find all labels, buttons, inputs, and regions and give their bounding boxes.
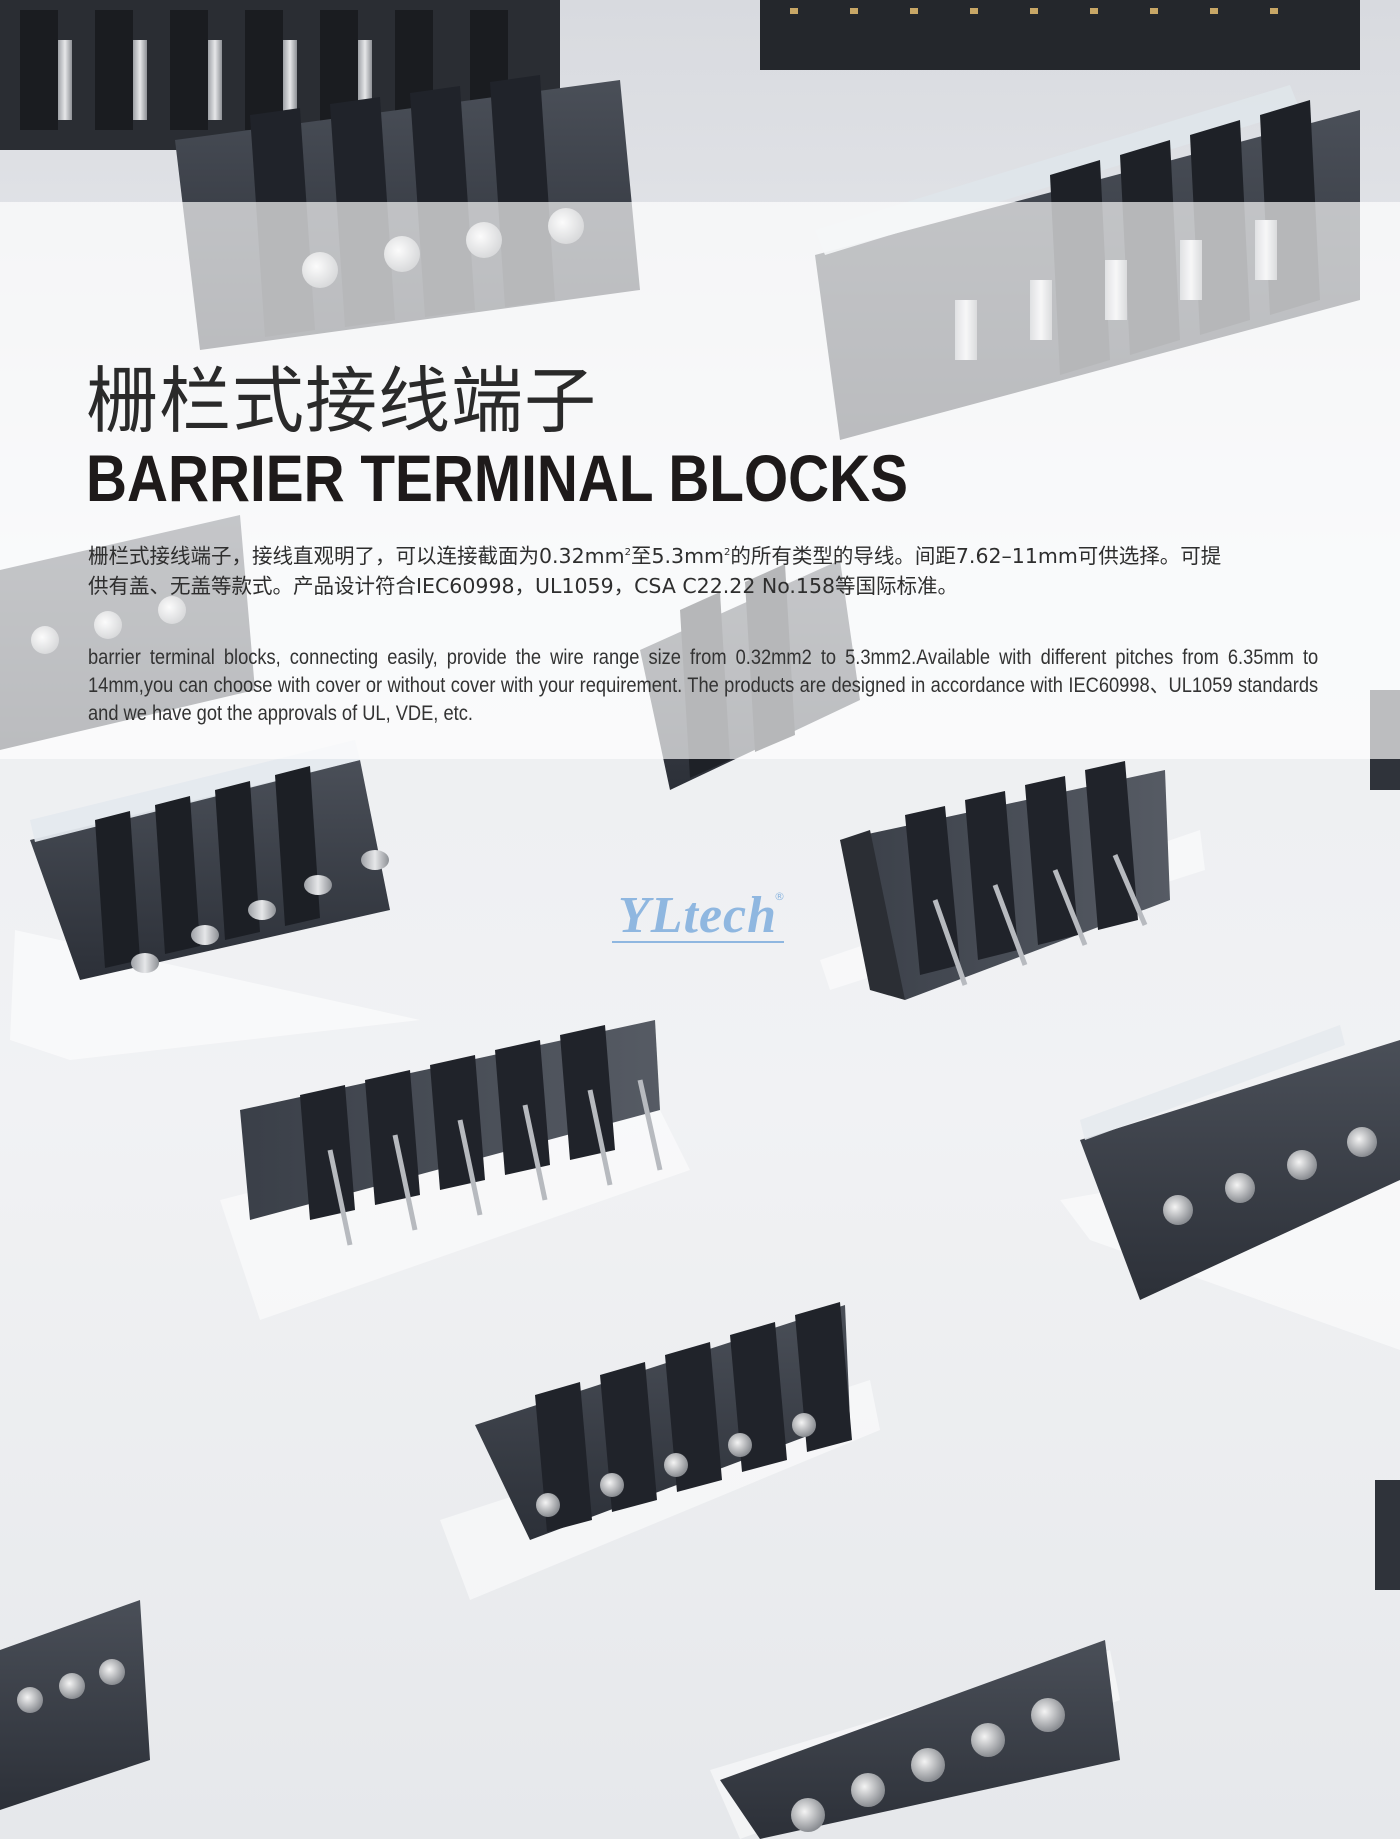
description-chinese: 栅栏式接线端子，接线直观明了，可以连接截面为0.32mm2至5.3mm2的所有类… xyxy=(88,538,1238,601)
page-title-english: BARRIER TERMINAL BLOCKS xyxy=(86,441,908,515)
terminal-block-open-right xyxy=(820,761,1205,1000)
superscript-2: 2 xyxy=(624,547,631,558)
terminal-block-top-right xyxy=(760,0,1360,70)
brand-logo-underline xyxy=(612,941,784,943)
description-english: barrier terminal blocks, connecting easi… xyxy=(88,646,1319,725)
page-title-chinese: 栅栏式接线端子 xyxy=(86,359,598,443)
description-chinese-text: 的所有类型的导线。间距7.62–11mm可供选择。可提供有盖、无盖等款式。产品设… xyxy=(88,543,1222,598)
terminal-block-six-pole xyxy=(220,1020,690,1320)
description-chinese-text: 栅栏式接线端子，接线直观明了，可以连接截面为0.32mm xyxy=(88,543,625,568)
terminal-block-bottom-left xyxy=(0,1600,150,1810)
description-chinese-text: 至5.3mm xyxy=(630,543,725,568)
brand-logo: YLtech xyxy=(618,887,778,944)
terminal-block-covered-left xyxy=(10,740,420,1060)
superscript-2: 2 xyxy=(724,547,731,558)
registered-mark: ® xyxy=(774,890,785,903)
text-band xyxy=(0,202,1400,759)
terminal-block-bottom-center xyxy=(710,1640,1120,1839)
terminal-block-covered-right xyxy=(1060,1025,1400,1350)
terminal-block-screws-lower xyxy=(440,1302,880,1600)
